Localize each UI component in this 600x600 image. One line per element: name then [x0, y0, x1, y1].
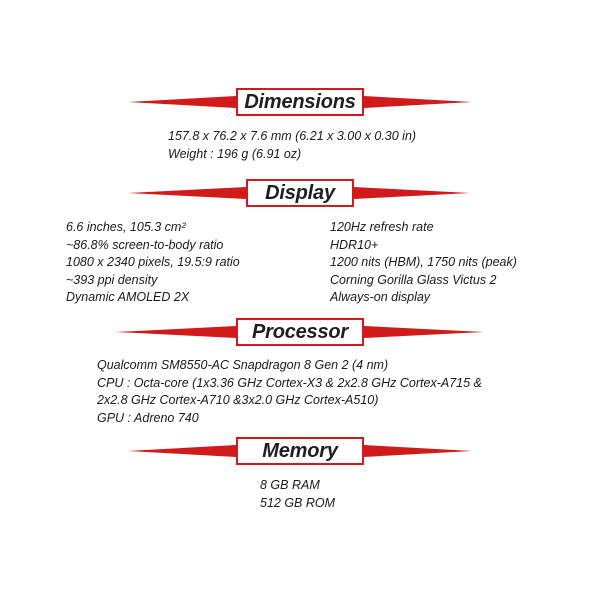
processor-specs: Qualcomm SM8550-AC Snapdragon 8 Gen 2 (4… — [97, 357, 482, 427]
dimensions-title-box: Dimensions — [236, 88, 364, 116]
header-flare-decoration — [128, 96, 472, 108]
spec-line: 120Hz refresh rate — [330, 220, 434, 234]
section-title: Memory — [262, 439, 338, 462]
spec-line: ~393 ppi density — [66, 272, 158, 287]
spec-line: GPU : Adreno 740 — [97, 410, 199, 425]
spec-line: 1200 nits (HBM), 1750 nits (peak) — [330, 255, 517, 269]
display-title-box: Display — [246, 179, 354, 207]
spec-line: 157.8 x 76.2 x 7.6 mm (6.21 x 3.00 x 0.3… — [168, 129, 417, 143]
dimensions-specs: 157.8 x 76.2 x 7.6 mm (6.21 x 3.00 x 0.3… — [168, 128, 416, 163]
spec-line: Corning Gorilla Glass Victus 2 — [330, 272, 497, 287]
section-title: Display — [265, 181, 335, 204]
section-title: Processor — [251, 320, 349, 343]
memory-title-box: Memory — [236, 437, 364, 465]
memory-header: Memory — [0, 435, 600, 469]
dimensions-header: Dimensions — [0, 86, 600, 120]
header-flare-decoration — [128, 187, 470, 199]
spec-line: Always-on display — [330, 290, 431, 304]
spec-line: 1080 x 2340 pixels, 19.5:9 ratio — [66, 255, 240, 269]
spec-line: Weight : 196 g (6.91 oz) — [168, 146, 302, 161]
display-specs-right: 120Hz refresh rate HDR10+ 1200 nits (HBM… — [330, 219, 517, 307]
spec-line: Dynamic AMOLED 2X — [66, 290, 190, 304]
display-header: Display — [0, 177, 600, 211]
spec-line: 6.6 inches, 105.3 cm² — [66, 220, 186, 234]
display-specs-left: 6.6 inches, 105.3 cm² ~86.8% screen-to-b… — [66, 219, 240, 307]
header-flare-decoration — [116, 326, 484, 338]
spec-line: 2x2.8 GHz Cortex-A710 &3x2.0 GHz Cortex-… — [97, 393, 379, 407]
spec-line: HDR10+ — [330, 237, 379, 252]
spec-line: CPU : Octa-core (1x3.36 GHz Cortex-X3 & … — [97, 375, 482, 390]
memory-specs: 8 GB RAM 512 GB ROM — [260, 477, 335, 512]
processor-header: Processor — [0, 316, 600, 350]
spec-line: 512 GB ROM — [260, 495, 336, 510]
spec-line: ~86.8% screen-to-body ratio — [66, 237, 224, 252]
processor-title-box: Processor — [236, 318, 364, 346]
spec-line: 8 GB RAM — [260, 478, 320, 492]
spec-line: Qualcomm SM8550-AC Snapdragon 8 Gen 2 (4… — [97, 358, 389, 372]
header-flare-decoration — [128, 445, 472, 457]
section-title: Dimensions — [244, 90, 356, 113]
